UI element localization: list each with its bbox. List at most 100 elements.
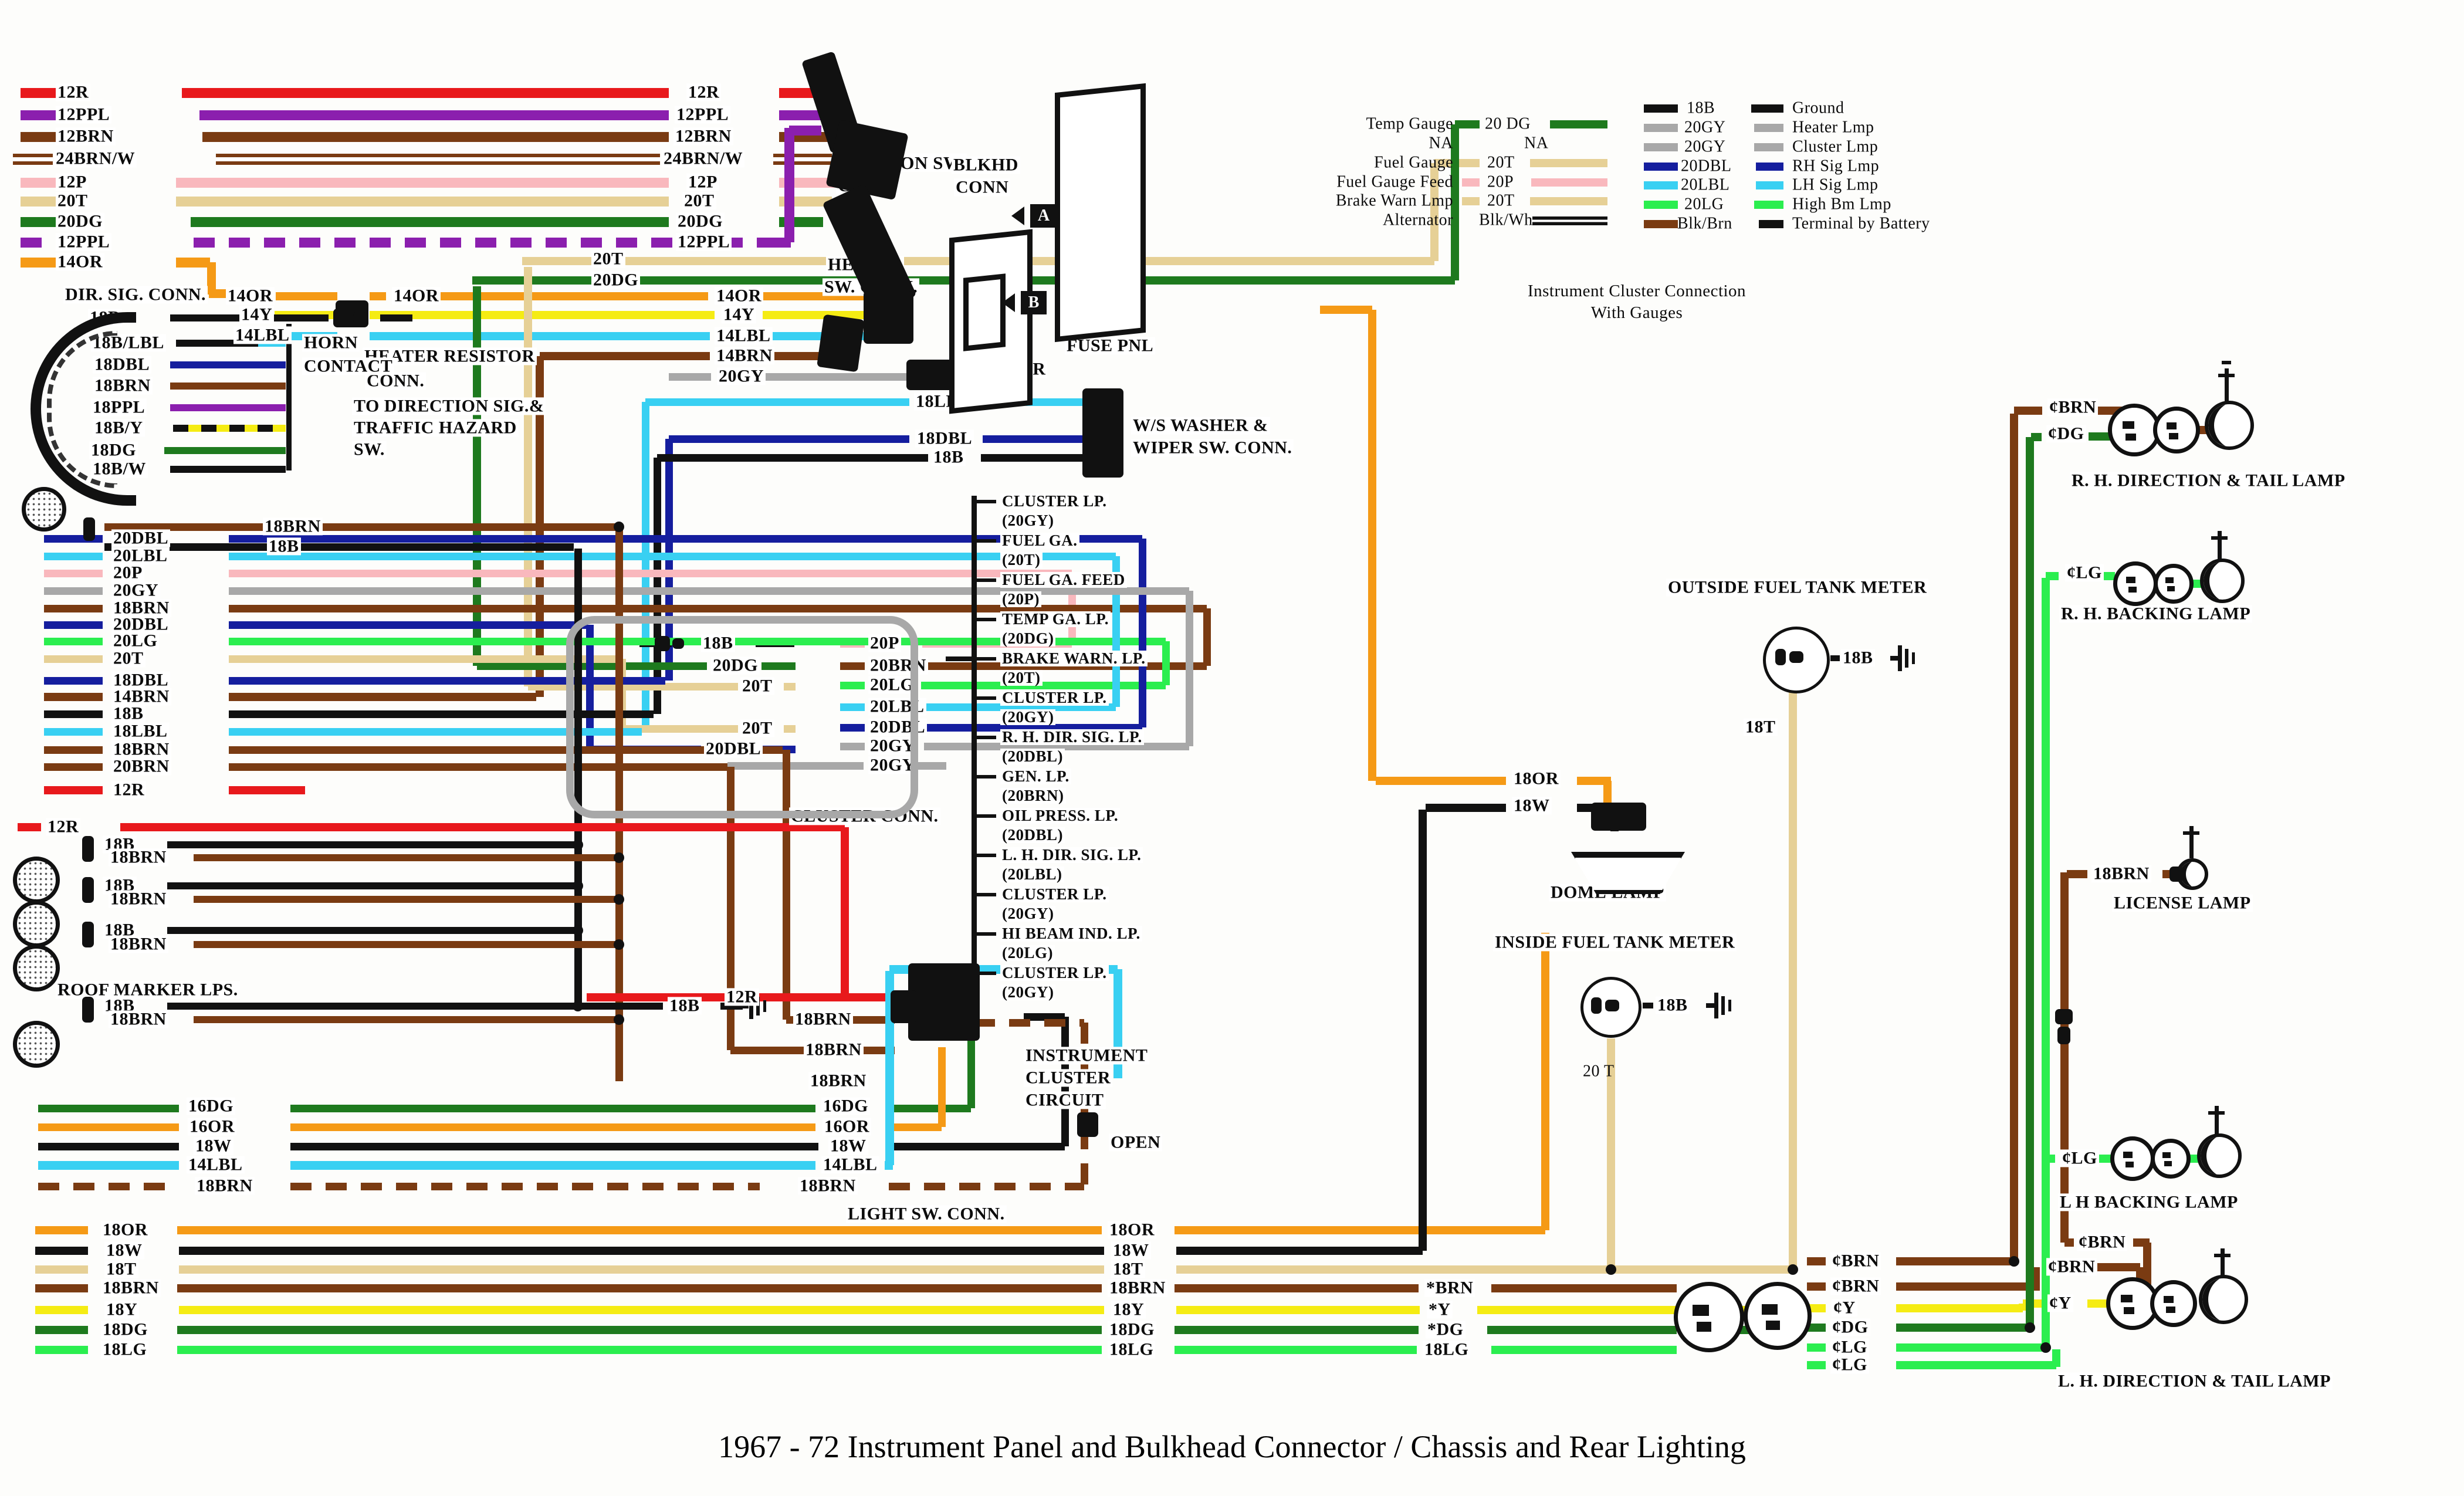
wire-bw <box>1532 216 1607 225</box>
connector-blob <box>353 312 366 324</box>
wire-or <box>21 257 56 268</box>
connector-blob <box>1082 388 1123 478</box>
wire-b <box>756 997 760 1016</box>
label: 20BRN <box>111 757 171 776</box>
label: TRAFFIC HAZARD <box>352 419 519 437</box>
junction-dot <box>573 881 583 891</box>
connector-blob <box>825 119 909 201</box>
wire-b <box>380 314 412 321</box>
bulb-icon <box>2197 1133 2242 1178</box>
label: *BRN <box>1424 1279 1475 1297</box>
label: 20DG <box>56 212 104 231</box>
wire-or <box>176 257 210 268</box>
label: ¢Y <box>1832 1299 1857 1317</box>
wire-t <box>21 196 56 207</box>
pconn-icon <box>2108 404 2161 456</box>
wire-t <box>1462 197 1480 205</box>
label: 20T <box>56 192 90 210</box>
label: 14LBL <box>715 327 773 345</box>
label: 14BRN <box>715 347 774 365</box>
label: *Y <box>1427 1301 1453 1319</box>
wire-r <box>44 786 103 794</box>
connector-letter-b: B <box>1021 291 1047 314</box>
label: LH Sig Lmp <box>1792 175 1879 194</box>
wire-brn <box>840 662 865 670</box>
circuit-tick <box>974 932 996 936</box>
label: ROOF MARKER LPS. <box>56 981 240 999</box>
wire-t <box>524 267 532 686</box>
circuit-item-name: FUEL GA. <box>1000 532 1079 549</box>
label: 18LG <box>101 1341 149 1359</box>
label: ¢DG <box>2046 425 2086 443</box>
wire-brn <box>2060 872 2069 1243</box>
label: 18BRN <box>111 599 171 617</box>
wire-t <box>1176 1265 1793 1274</box>
wire-brn <box>290 1182 760 1190</box>
diagram-title: 1967 - 72 Instrument Panel and Bulkhead … <box>718 1429 1746 1464</box>
wire-brn <box>1491 1284 1677 1292</box>
wire-brn <box>21 131 56 142</box>
label: 24BRN/W <box>54 150 137 168</box>
roofl-icon <box>13 945 60 991</box>
connector-blob <box>82 997 94 1023</box>
roofl-icon <box>13 1021 60 1068</box>
wire-b <box>1176 1247 1423 1255</box>
wire-gy <box>912 761 946 770</box>
wire-b <box>286 324 292 471</box>
label: 18BRN <box>195 1177 255 1195</box>
wire-b <box>2208 1111 2225 1115</box>
label: Fuel Gauge Feed <box>1336 172 1453 191</box>
connector-blob <box>1591 803 1646 831</box>
wire-brn <box>2010 414 2018 1261</box>
wire-brn <box>194 941 619 948</box>
label: 12R <box>46 818 81 836</box>
wire-brnw <box>216 153 660 165</box>
wire-lg <box>1491 1346 1677 1354</box>
wire-b <box>1024 1013 1065 1021</box>
circuit-item-name: CLUSTER LP. <box>1000 964 1109 981</box>
label: WIPER SW. CONN. <box>1131 439 1294 457</box>
label: 20P <box>1487 172 1514 191</box>
label: CONTACT <box>302 357 395 375</box>
label: 16DG <box>821 1097 870 1115</box>
label: 14BRN <box>111 688 171 706</box>
wire-brn <box>2064 1238 2074 1247</box>
wire-b <box>1830 655 1840 661</box>
wire-y <box>1477 1306 1677 1314</box>
label: 18W <box>1111 1241 1151 1260</box>
label: Brake Warn Lmp <box>1335 191 1453 210</box>
label: 18BRN <box>1108 1279 1167 1297</box>
label: 20 DG <box>1485 114 1531 133</box>
panel-outline <box>1055 83 1146 343</box>
wire-lbl <box>44 727 103 736</box>
bulb-icon <box>2199 1275 2248 1324</box>
label: 18BRN <box>109 935 168 953</box>
circuit-item-name: HI BEAM IND. LP. <box>1000 925 1142 942</box>
label: NA <box>1429 134 1453 153</box>
wire-brn <box>35 1284 88 1292</box>
circuit-tick <box>974 539 996 543</box>
label: 20GY <box>868 756 917 774</box>
wire-t <box>44 655 103 663</box>
wire-or <box>35 1226 88 1234</box>
label: HORN <box>302 334 360 352</box>
wire-lg <box>921 681 1166 689</box>
wire-lbl <box>229 727 642 736</box>
wire-b <box>38 1142 179 1150</box>
label: 12PPL <box>676 233 732 251</box>
circuit-item-name: GEN. LP. <box>1000 768 1071 784</box>
circuit-tick <box>974 500 996 503</box>
label: 14OR <box>715 287 763 305</box>
circuit-tick <box>974 775 996 779</box>
circuit-item-name: FUEL GA. FEED <box>1000 571 1127 588</box>
wire-b <box>44 710 103 718</box>
wire-brn <box>1203 608 1211 666</box>
wire-dg <box>164 447 286 454</box>
label: 18BRN <box>111 740 171 759</box>
label: 18B <box>111 705 145 723</box>
wire-dg <box>177 1326 1102 1334</box>
label: NA <box>1524 134 1549 153</box>
wire-lg <box>35 1346 88 1354</box>
circuit-item-code: (20T) <box>1000 551 1043 568</box>
label: 18OR <box>1108 1221 1156 1239</box>
